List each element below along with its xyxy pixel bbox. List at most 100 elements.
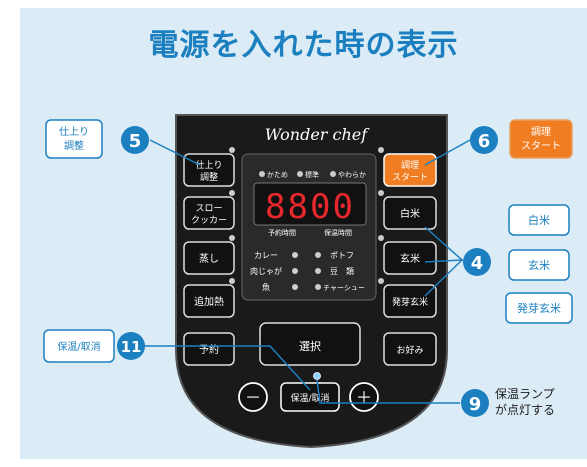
menu-chashu-label: チャーシュー <box>323 284 365 292</box>
led-slow <box>229 190 235 196</box>
menu-potofeu-label: ポトフ <box>330 251 354 260</box>
menu-fish-led <box>292 284 298 290</box>
callout-lines <box>145 139 471 404</box>
keep-warm-button-label: 保温/取消 <box>290 392 329 404</box>
led-start <box>378 147 384 153</box>
display-label-reserve: 予約時間 <box>268 228 296 237</box>
callout-box-keep-warm: 保温/取消 <box>43 329 115 363</box>
svg-text:11: 11 <box>121 338 142 356</box>
callout-badge-4: 4 <box>463 248 491 276</box>
keep-warm-button[interactable]: 保温/取消 <box>280 382 340 412</box>
plus-button[interactable]: ＋ <box>349 382 379 412</box>
svg-text:4: 4 <box>471 253 484 274</box>
display-digits: 8800 <box>265 187 355 227</box>
svg-text:調理: 調理 <box>531 125 551 138</box>
led-reheat <box>229 278 235 284</box>
minus-icon: － <box>245 388 261 407</box>
svg-text:保温ランプ: 保温ランプ <box>495 387 555 401</box>
favorite-button-label: お好み <box>396 344 423 356</box>
callout-line-keepwarm <box>145 345 311 391</box>
favorite-button[interactable]: お好み <box>383 332 437 366</box>
callout-line-rice-2 <box>424 259 463 297</box>
timer-button[interactable]: 予約 <box>183 332 235 366</box>
start-button-line1: 調理 <box>401 159 419 171</box>
led-adjust <box>229 147 235 153</box>
led-steam <box>229 235 235 241</box>
callout-box-germinated-rice: 発芽玄米 <box>505 292 573 324</box>
callout-line-adjust <box>149 139 201 166</box>
svg-text:5: 5 <box>129 131 142 152</box>
callout-box-brown-rice: 玄米 <box>508 249 570 281</box>
led-white-rice <box>378 190 384 196</box>
select-button[interactable]: 選択 <box>259 322 361 366</box>
right-button-column: 調理 スタート 白米 玄米 発芽玄米 お好み <box>378 147 437 366</box>
svg-text:9: 9 <box>469 394 482 415</box>
germinated-rice-button[interactable]: 発芽玄米 <box>383 284 437 318</box>
plus-icon: ＋ <box>356 388 372 407</box>
menu-indicators: カレー ポトフ 肉じゃが 豆 類 魚 チャーシュー <box>250 251 365 292</box>
slow-cooker-line2: クッカー <box>191 215 227 226</box>
callout-text-lamp: 保温ランプ が点灯する <box>495 387 555 417</box>
led-label-standard: 標準 <box>305 170 319 179</box>
svg-text:調整: 調整 <box>64 139 84 152</box>
left-button-column: 仕上り 調整 スロー クッカー 蒸し 追加熱 予約 <box>183 147 235 366</box>
brown-rice-label: 玄米 <box>400 252 420 265</box>
menu-chashu-led <box>315 284 321 290</box>
reheat-button[interactable]: 追加熱 <box>183 284 235 318</box>
callout-box-start: 調理 スタート <box>509 119 573 159</box>
callout-badge-9: 9 <box>461 389 489 417</box>
menu-beans-label: 豆 類 <box>330 266 354 276</box>
start-button[interactable]: 調理 スタート <box>383 153 437 187</box>
digital-display <box>253 182 367 226</box>
led-label-hard: かため <box>267 171 288 179</box>
svg-text:スタート: スタート <box>521 140 561 152</box>
menu-curry-label: カレー <box>254 251 278 260</box>
slow-cooker-button[interactable]: スロー クッカー <box>183 196 235 230</box>
led-hard <box>259 171 265 177</box>
menu-beans-led <box>315 268 321 274</box>
page-title: 電源を入れた時の表示 <box>148 28 459 63</box>
callout-box-white-rice: 白米 <box>508 204 570 236</box>
firmness-leds: かため 標準 やわらか <box>259 170 366 179</box>
svg-text:白米: 白米 <box>528 213 550 227</box>
steam-button[interactable]: 蒸し <box>183 241 235 275</box>
svg-text:仕上り: 仕上り <box>59 125 89 138</box>
callout-line-lamp <box>316 379 460 404</box>
select-button-label: 選択 <box>299 339 321 353</box>
led-standard <box>297 171 303 177</box>
callout-box-adjust: 仕上り 調整 <box>45 119 103 159</box>
menu-curry-led <box>292 252 298 258</box>
svg-text:6: 6 <box>478 131 491 152</box>
led-germinated-rice <box>378 278 384 284</box>
led-brown-rice <box>378 235 384 241</box>
slow-cooker-line1: スロー <box>195 204 222 214</box>
adjust-button-line1: 仕上り <box>195 159 222 171</box>
minus-button[interactable]: － <box>238 382 268 412</box>
led-label-soft: やわらか <box>338 171 366 179</box>
menu-nikujaga-label: 肉じゃが <box>250 266 282 276</box>
adjust-button-line2: 調整 <box>200 171 218 183</box>
reheat-button-label: 追加熱 <box>194 295 224 308</box>
callout-badge-5: 5 <box>121 126 149 154</box>
germinated-rice-label: 発芽玄米 <box>392 296 428 308</box>
svg-text:玄米: 玄米 <box>528 258 550 272</box>
steam-button-label: 蒸し <box>199 253 219 265</box>
display-label-keepwarm: 保温時間 <box>324 228 352 237</box>
brown-rice-button[interactable]: 玄米 <box>383 241 437 275</box>
callout-badge-11: 11 <box>117 332 145 360</box>
svg-text:保温/取消: 保温/取消 <box>57 340 100 353</box>
led-soft <box>330 171 336 177</box>
keep-warm-lamp <box>313 372 321 380</box>
adjust-button[interactable]: 仕上り 調整 <box>183 153 235 187</box>
menu-fish-label: 魚 <box>262 282 270 292</box>
menu-potofeu-led <box>315 252 321 258</box>
start-button-line2: スタート <box>392 172 428 183</box>
white-rice-label: 白米 <box>400 207 420 220</box>
timer-button-label: 予約 <box>199 343 219 356</box>
menu-nikujaga-led <box>292 268 298 274</box>
brand-logo: Wonder chef <box>265 125 370 144</box>
white-rice-button[interactable]: 白米 <box>383 196 437 230</box>
svg-text:発芽玄米: 発芽玄米 <box>517 301 561 315</box>
